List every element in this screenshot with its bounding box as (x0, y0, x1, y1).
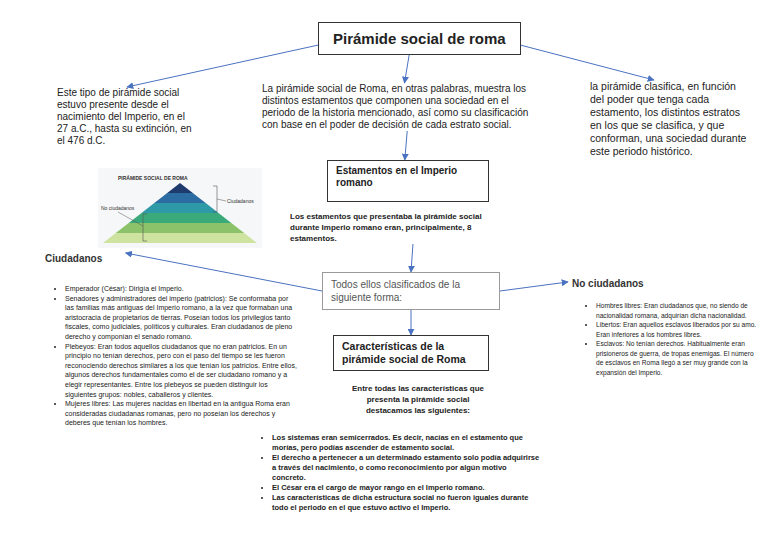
pyramid-layer (116, 223, 244, 233)
note-text: Los estamentos que presentaba la pirámid… (290, 211, 502, 244)
bullet-list: Los sistemas eran semicerrados. Es decir… (258, 433, 540, 513)
bullet-item: Esclavos: No tenían derechos. Habitualme… (596, 339, 760, 377)
title-box: Pirámide social de roma (318, 22, 521, 55)
pyramid-layer (103, 233, 257, 243)
bracket (213, 186, 217, 212)
group-heading: No ciudadanos (572, 278, 760, 289)
node-text: Pirámide social de roma (333, 30, 506, 47)
bullet-item: El César era el cargo de mayor rango en … (272, 483, 540, 493)
bullet-item: Hombres libres: Eran ciudadanos que, no … (596, 301, 760, 320)
bullet-item: Senadores y administradores del imperio … (65, 294, 297, 342)
bullet-item: Mujeres libres: Las mujeres nacidas en l… (65, 399, 297, 428)
node-text: Los estamentos que presentaba la pirámid… (290, 211, 502, 244)
pyramid-layer (167, 183, 193, 193)
arrow-connector (411, 244, 413, 272)
bullet-item: Emperador (César): Dirigía el Imperio. (65, 284, 297, 294)
pyramid-layer (154, 193, 205, 203)
arrow-connector (500, 282, 568, 291)
bullet-item: Las características de dicha estructura … (272, 493, 540, 513)
leader-line (118, 212, 143, 226)
bullet-item: Plebeyos: Eran todos aquellos ciudadanos… (65, 342, 297, 400)
concept-box: Estamentos en el Imperio romano (327, 160, 489, 202)
bracket (143, 214, 147, 241)
concept-box: Todos ellos clasificados de la siguiente… (322, 272, 500, 310)
arrow-connector (127, 45, 318, 87)
note-text: La pirámide social de Roma, en otras pal… (262, 83, 536, 131)
image-ground (98, 168, 262, 248)
pyramid-layer (129, 213, 232, 223)
arrow-connector (405, 131, 407, 160)
node-text: la pirámide clasifica, en función del po… (590, 80, 750, 158)
concept-box: Características de la pirámide social de… (333, 335, 489, 371)
node-text: La pirámide social de Roma, en otras pal… (262, 83, 536, 131)
bullet-item: Libertos: Eran aquellos esclavos liberad… (596, 320, 760, 339)
group-heading: Ciudadanos (45, 253, 297, 264)
node-text: Estamentos en el Imperio romano (336, 165, 480, 189)
note-text: la pirámide clasifica, en función del po… (590, 80, 750, 158)
note-text: Este tipo de pirámide social estuvo pres… (57, 87, 197, 147)
category-group: CiudadanosEmperador (César): Dirigía el … (45, 253, 297, 428)
bullet-list: Emperador (César): Dirigía el Imperio.Se… (45, 284, 297, 428)
image-label: PIRÁMIDE SOCIAL DE ROMA (118, 175, 188, 181)
pyramid-layer (142, 203, 219, 213)
arrow-connector (404, 55, 409, 83)
leader-line (217, 199, 226, 201)
note-text: Entre todas las características que pres… (348, 383, 488, 416)
category-group: No ciudadanosHombres libres: Eran ciudad… (568, 278, 760, 377)
node-text: Características de la pirámide social de… (342, 340, 480, 366)
bullet-item: Los sistemas eran semicerrados. Es decir… (272, 433, 540, 453)
arrow-connector (521, 45, 654, 80)
image-label: Ciudadanos (227, 198, 254, 204)
node-text: Todos ellos clasificados de la siguiente… (331, 278, 491, 304)
arrow-connector (411, 310, 412, 335)
image-label: No ciudadanos (101, 205, 134, 211)
node-text: Este tipo de pirámide social estuvo pres… (57, 87, 197, 147)
bullet-list: Hombres libres: Eran ciudadanos que, no … (572, 301, 760, 377)
bullet-item: El derecho a pertenecer a un determinado… (272, 453, 540, 483)
